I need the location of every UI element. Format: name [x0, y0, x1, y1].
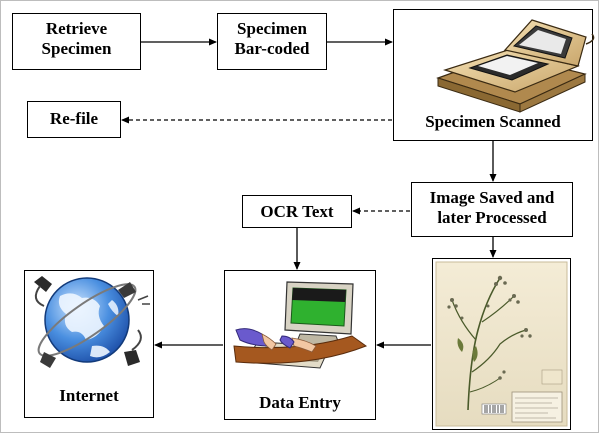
data-entry-label: Data Entry	[259, 393, 341, 412]
specimen-scanned-label: Specimen Scanned	[425, 112, 561, 131]
ocr-text-box	[242, 195, 352, 228]
retrieve-specimen-label: Retrieve Specimen	[41, 19, 112, 59]
internet-label: Internet	[59, 386, 119, 405]
herbarium-sheet-icon	[435, 261, 568, 427]
scanner-icon	[436, 19, 595, 113]
refile-label: Re-file	[49, 109, 99, 128]
image-saved-box	[411, 182, 573, 237]
computer-icon	[233, 281, 368, 369]
image-saved-label: Image Saved and later Processed	[429, 188, 555, 228]
refile-box	[27, 101, 121, 138]
specimen-barcoded-box	[217, 13, 327, 70]
specimen-barcoded-label: Specimen Bar-coded	[234, 19, 310, 59]
globe-icon	[34, 276, 150, 368]
ocr-text-label: OCR Text	[260, 202, 334, 221]
retrieve-specimen-box	[12, 13, 141, 70]
